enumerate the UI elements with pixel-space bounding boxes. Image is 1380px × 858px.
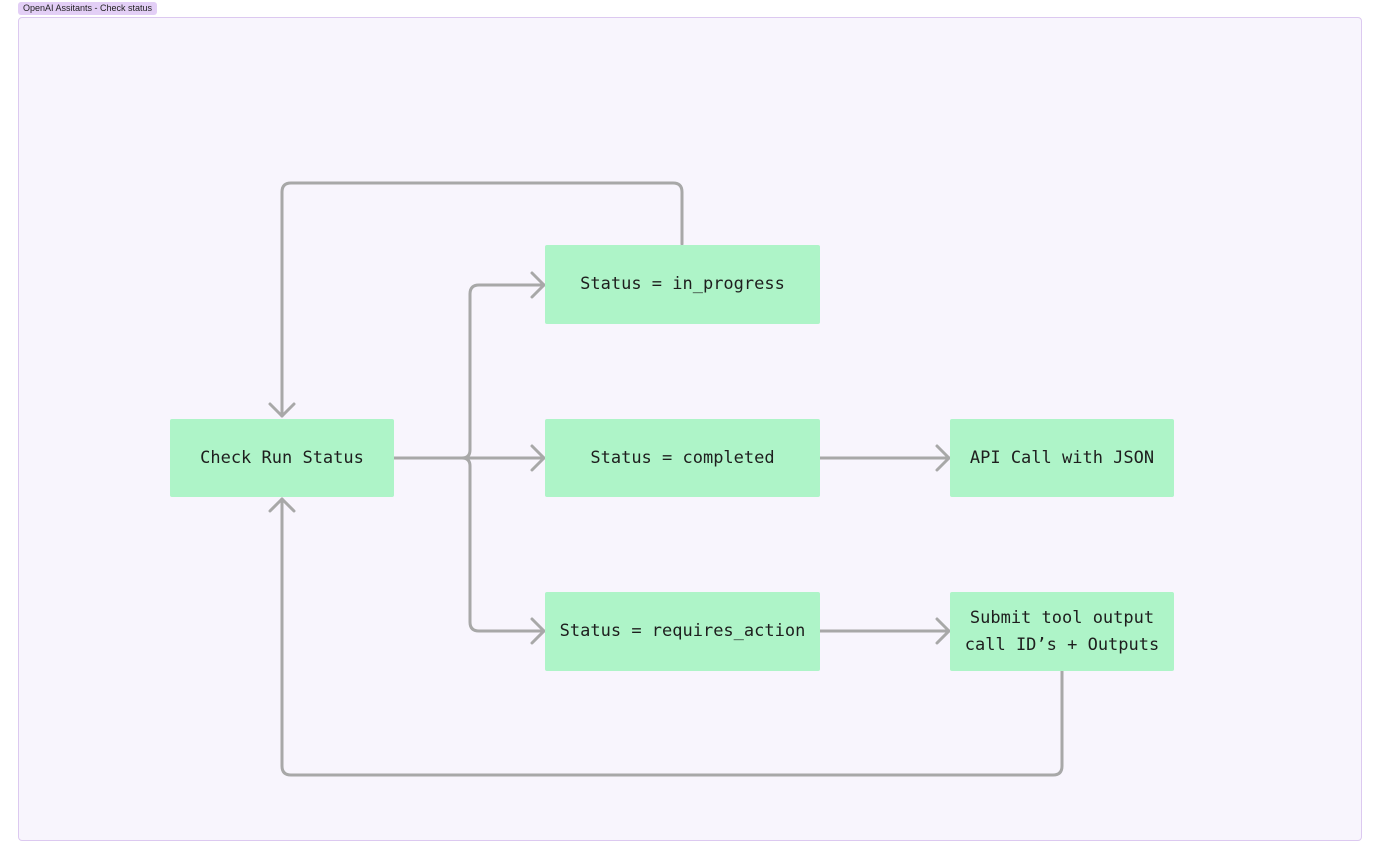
node-api-call-with-json[interactable]: API Call with JSON [950, 419, 1174, 497]
frame-label[interactable]: OpenAI Assitants - Check status [18, 2, 158, 15]
arrowhead-loop-bottom [268, 497, 296, 513]
node-status-in-progress[interactable]: Status = in_progress [545, 245, 820, 324]
node-status-in-progress-label: Status = in_progress [580, 274, 785, 294]
arrowhead-completed [530, 444, 546, 472]
node-status-completed-label: Status = completed [590, 447, 775, 468]
node-check-run-status[interactable]: Check Run Status [170, 419, 394, 497]
connector-branch-to-in-progress [460, 283, 546, 460]
node-submit-tool-output[interactable]: Submit tool output call ID’s + Outputs [950, 592, 1174, 671]
node-status-requires-action-label: Status = requires_action [559, 621, 806, 641]
connector-branch-to-requires-action [460, 456, 546, 633]
arrowhead-submit [935, 617, 951, 645]
node-status-requires-action[interactable]: Status = requires_action [545, 592, 820, 671]
arrowhead-api-call [935, 444, 951, 472]
arrowhead-requires-action [530, 617, 546, 645]
arrowhead-loop-top [268, 402, 296, 418]
node-submit-tool-output-label: Submit tool output call ID’s + Outputs [964, 607, 1160, 655]
node-status-completed[interactable]: Status = completed [545, 419, 820, 497]
node-check-run-status-label: Check Run Status [200, 447, 364, 468]
node-api-call-with-json-label: API Call with JSON [969, 447, 1155, 468]
connector-submit-loop [280, 497, 1064, 777]
arrowhead-in-progress [530, 271, 546, 299]
connector-in-progress-loop [280, 181, 684, 418]
